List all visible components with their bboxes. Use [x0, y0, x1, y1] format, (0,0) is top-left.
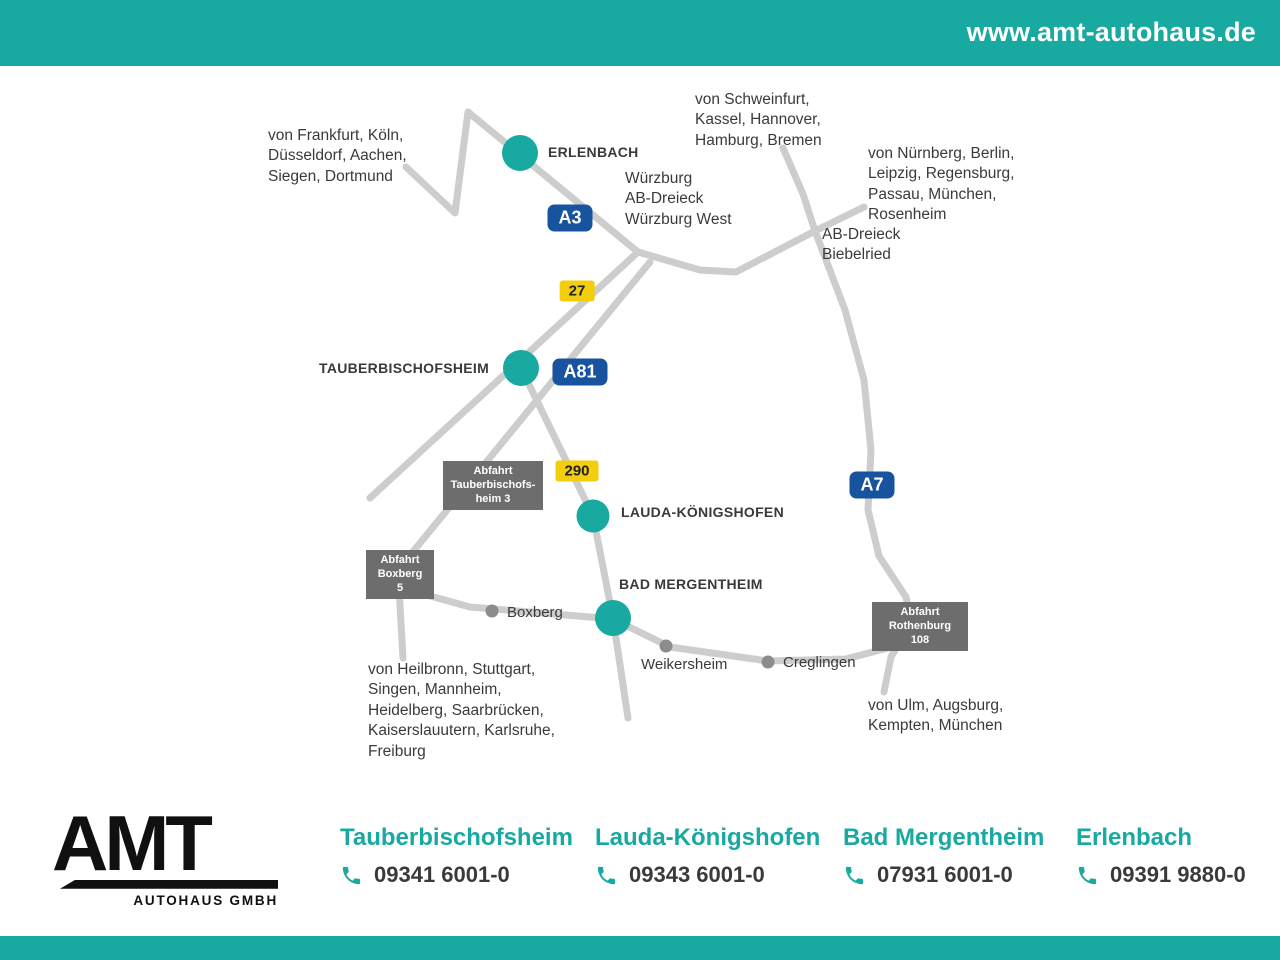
amt-logo: AMT AUTOHAUS GMBH	[52, 799, 292, 908]
location-erlenbach: Erlenbach 09391 9880-0	[1076, 824, 1246, 888]
autobahn-badge-a3: A3	[547, 204, 593, 232]
website-url: www.amt-autohaus.de	[966, 17, 1256, 47]
city-label-tauberbischofsheim: TAUBERBISCHOFSHEIM	[319, 360, 490, 376]
location-phone: 07931 6001-0	[877, 862, 1013, 887]
city-label-erlenbach: ERLENBACH	[548, 144, 639, 160]
phone-icon	[342, 866, 361, 884]
exit-sign-boxberg: Abfahrt Boxberg 5	[366, 550, 434, 600]
location-lauda-koenigshofen: Lauda-Königshofen 09343 6001-0	[595, 824, 820, 888]
location-tauberbischofsheim: Tauberbischofsheim 09341 6001-0	[340, 824, 573, 888]
city-label-bad-mergentheim: BAD MERGENTHEIM	[619, 576, 763, 592]
phone-icon	[597, 866, 616, 884]
amt-logo-text: AMT	[52, 799, 213, 887]
city-marker-erlenbach	[502, 135, 538, 171]
top-banner: www.amt-autohaus.de	[0, 0, 1280, 66]
location-bad-mergentheim: Bad Mergentheim 07931 6001-0	[843, 824, 1044, 888]
road-a81	[394, 258, 654, 662]
road-badge-290: 290	[555, 460, 599, 482]
location-name: Erlenbach	[1076, 824, 1193, 851]
exit-sign-rothenburg: Abfahrt Rothenburg 108	[872, 602, 968, 652]
town-label-creglingen: Creglingen	[783, 654, 856, 671]
location-name: Bad Mergentheim	[843, 824, 1045, 851]
junction-label-biebelried: AB-Dreieck Biebelried	[822, 226, 901, 264]
location-phone: 09341 6001-0	[374, 862, 510, 887]
phone-icon	[845, 866, 864, 884]
direction-label-from-nuernberg: von Nürnberg, Berlin, Leipzig, Regensbur…	[868, 145, 1015, 224]
town-marker-weikersheim	[659, 639, 673, 653]
location-name: Tauberbischofsheim	[340, 824, 573, 851]
city-marker-bad-mergentheim	[595, 600, 631, 636]
road-badge-27: 27	[559, 280, 595, 302]
autobahn-badge-a7: A7	[849, 471, 895, 499]
autobahn-badge-a81: A81	[552, 358, 608, 386]
location-name: Lauda-Königshofen	[595, 824, 821, 851]
direction-label-from-ulm: von Ulm, Augsburg, Kempten, München	[868, 697, 1004, 735]
junction-label-wuerzburg-west: Würzburg AB-Dreieck Würzburg West	[625, 170, 732, 228]
amt-logo-subtext: AUTOHAUS GMBH	[133, 892, 278, 908]
phone-icon	[1078, 866, 1097, 884]
city-label-lauda-koenigshofen: LAUDA-KÖNIGSHOFEN	[621, 504, 784, 520]
exit-sign-tauberbischofsheim: Abfahrt Tauberbischofs- heim 3	[443, 461, 543, 511]
road-bad-mergentheim-valley	[401, 585, 903, 665]
town-label-boxberg: Boxberg	[507, 604, 563, 621]
town-marker-creglingen	[761, 655, 775, 669]
bottom-banner	[0, 936, 1280, 960]
direction-label-from-schweinfurt: von Schweinfurt, Kassel, Hannover, Hambu…	[695, 91, 822, 149]
location-phone: 09343 6001-0	[629, 862, 765, 887]
city-marker-tauberbischofsheim	[503, 350, 539, 386]
location-phone: 09391 9880-0	[1110, 862, 1246, 887]
amt-logo-bar	[60, 879, 278, 889]
town-marker-boxberg	[485, 604, 499, 618]
town-label-weikersheim: Weikersheim	[641, 656, 728, 673]
direction-label-from-heilbronn: von Heilbronn, Stuttgart, Singen, Mannhe…	[368, 661, 555, 760]
direction-label-from-frankfurt: von Frankfurt, Köln, Düsseldorf, Aachen,…	[268, 127, 407, 185]
city-marker-lauda-koenigshofen	[576, 499, 610, 533]
